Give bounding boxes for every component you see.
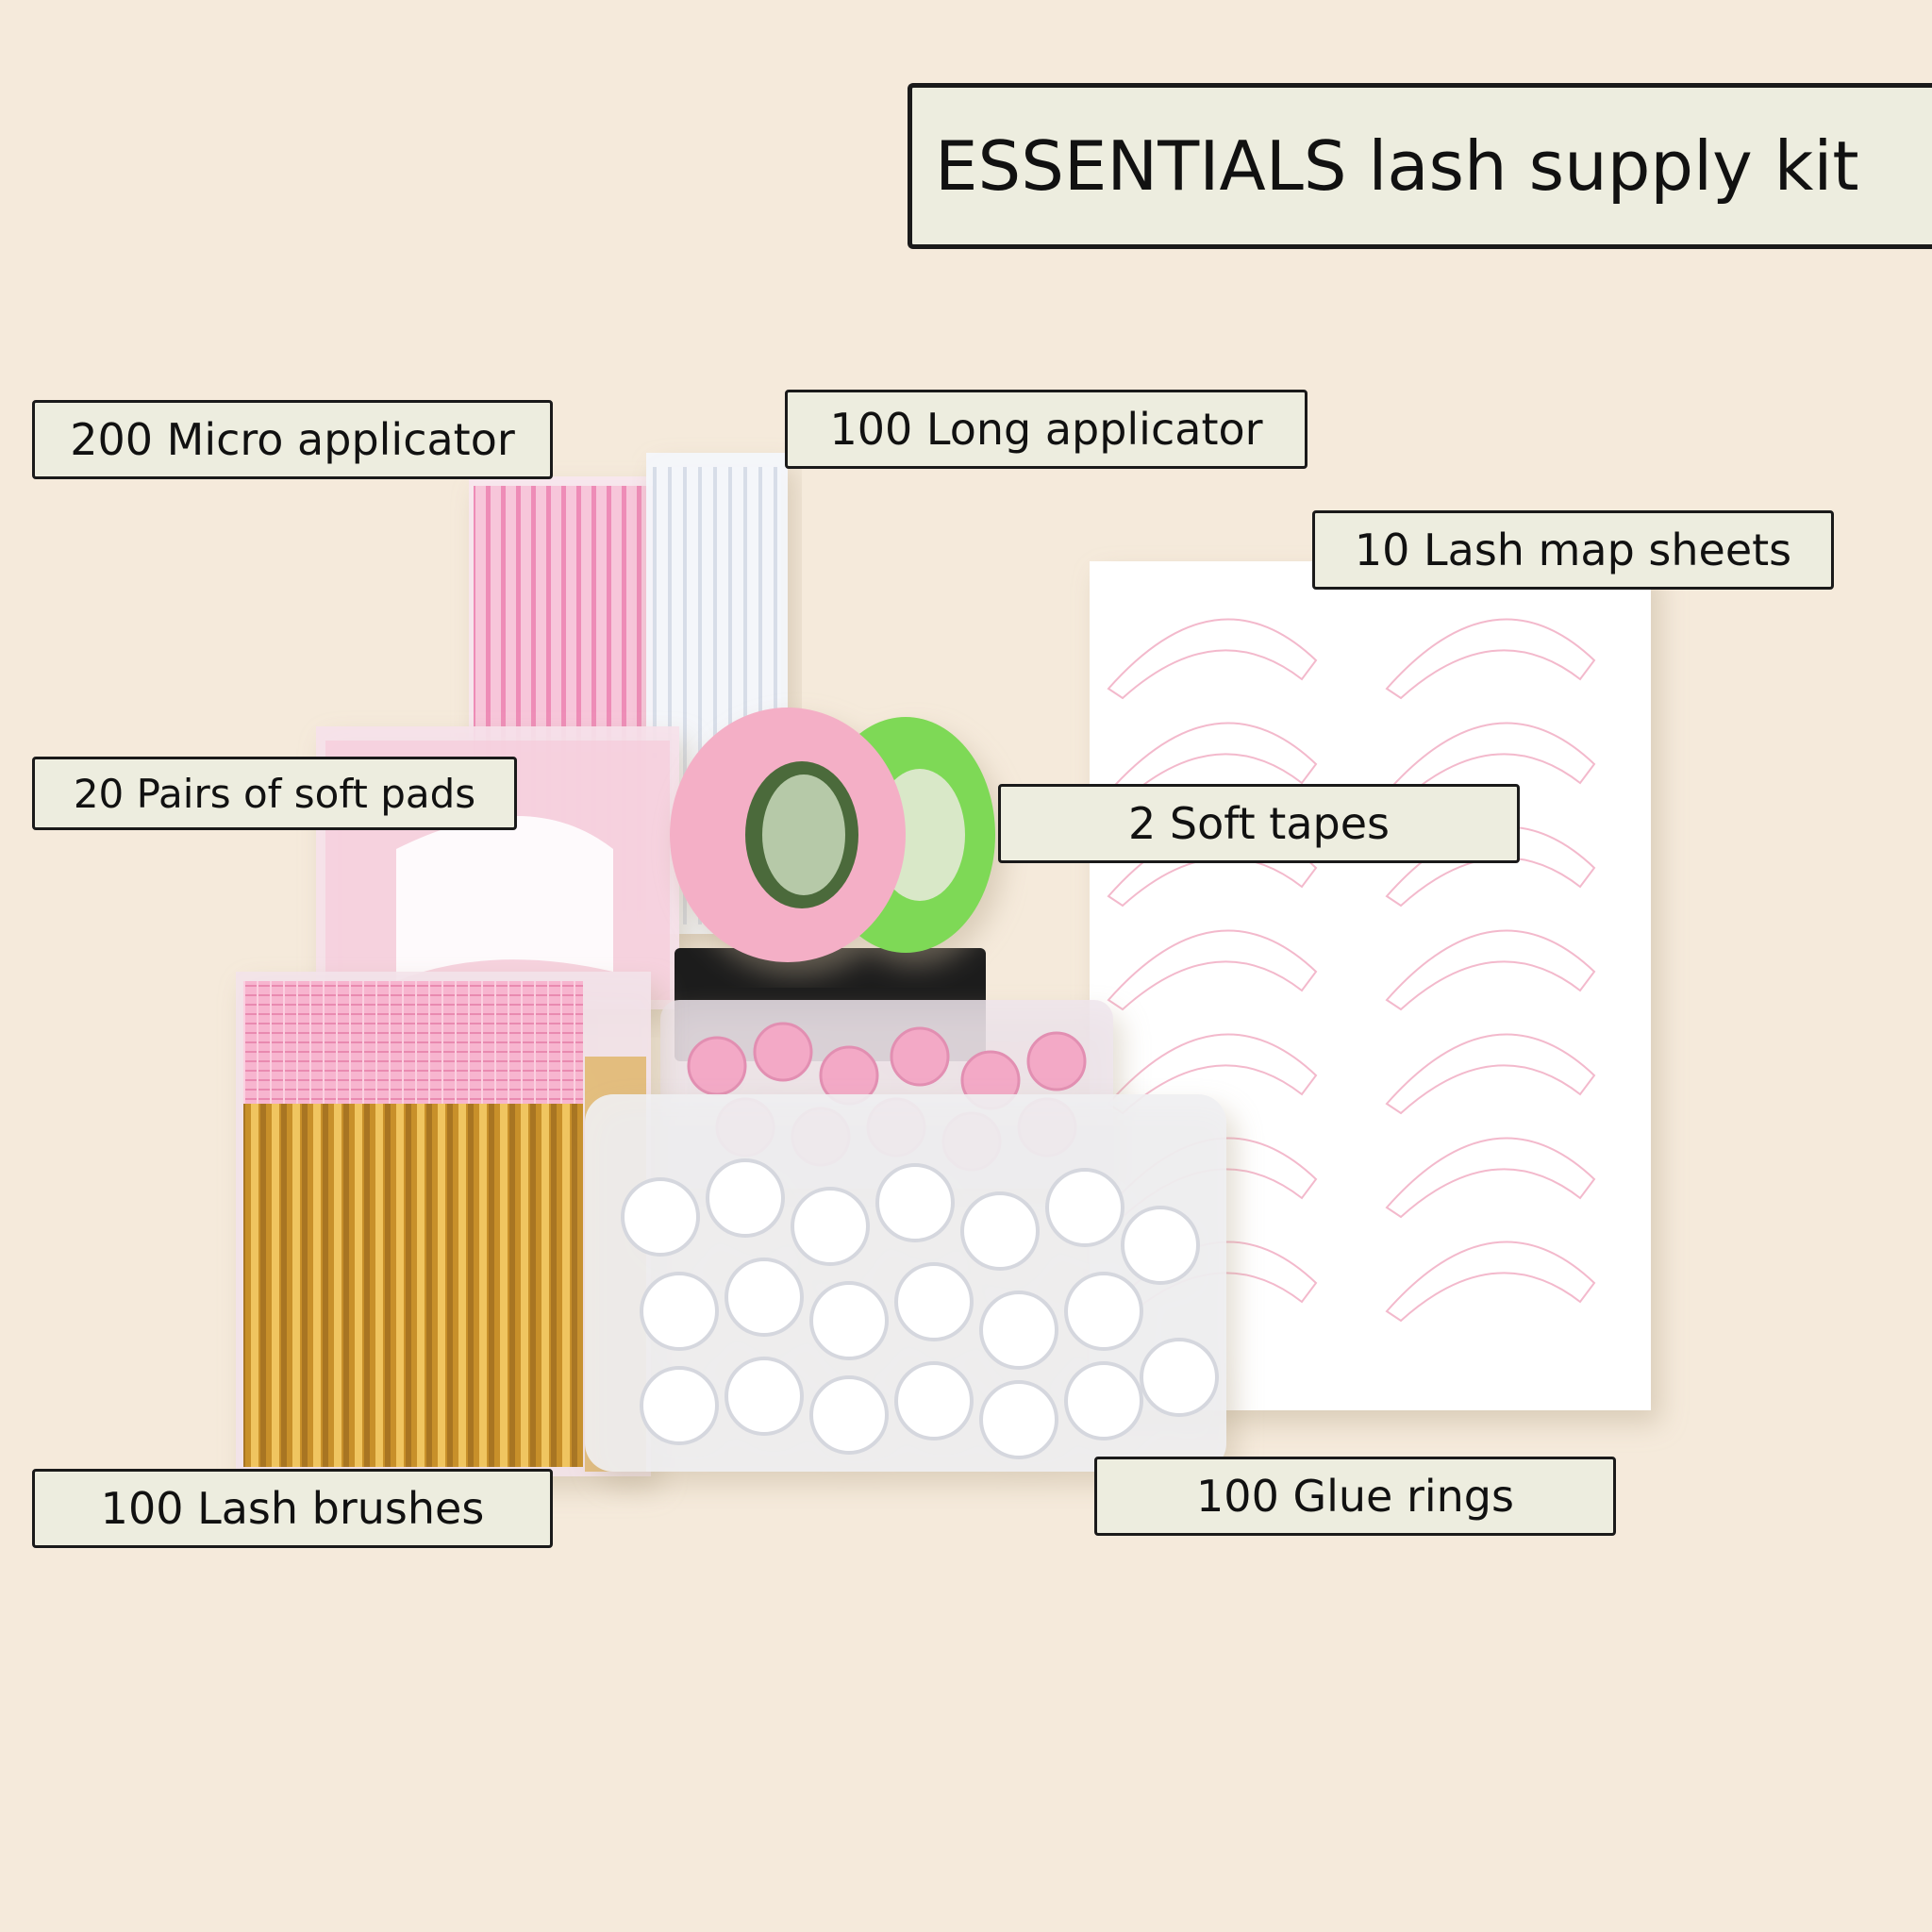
- white-glue-rings-bag: [585, 1094, 1226, 1472]
- label-soft-pads: 20 Pairs of soft pads: [32, 757, 517, 830]
- label-lash-brushes: 100 Lash brushes: [32, 1469, 553, 1548]
- page-title: ESSENTIALS lash supply kit: [908, 83, 1932, 249]
- label-long-applicator: 100 Long applicator: [785, 390, 1307, 469]
- soft-tapes: [670, 708, 995, 962]
- label-glue-rings: 100 Glue rings: [1094, 1457, 1616, 1536]
- lash-brushes-bag: [236, 972, 651, 1476]
- label-soft-tapes: 2 Soft tapes: [998, 784, 1520, 863]
- label-lash-map-sheets: 10 Lash map sheets: [1312, 510, 1834, 590]
- label-micro-applicator: 200 Micro applicator: [32, 400, 553, 479]
